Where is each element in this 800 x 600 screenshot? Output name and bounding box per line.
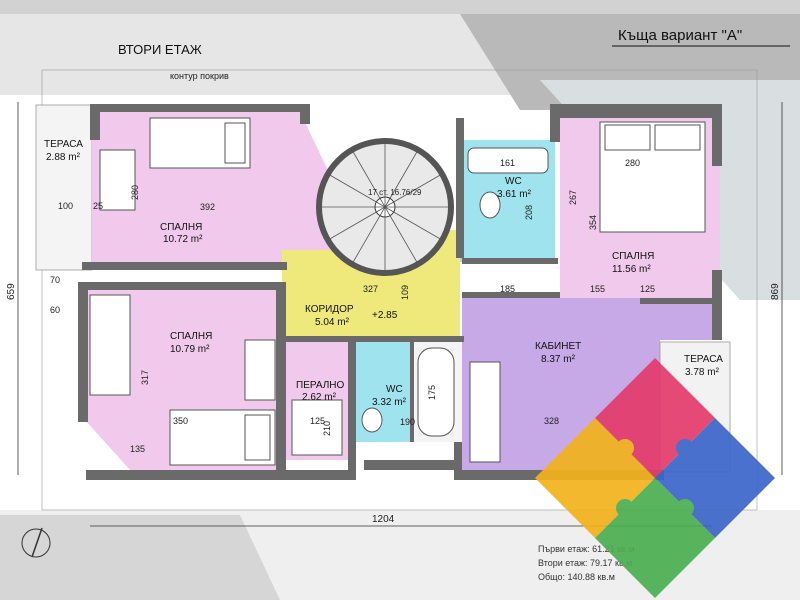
room-corridor <box>282 250 460 340</box>
label-wc-top-area: 3.61 m² <box>497 189 532 200</box>
dim-327: 327 <box>363 284 378 294</box>
dim-total-width: 1204 <box>372 514 395 525</box>
bed-pillow-2 <box>244 414 271 461</box>
label-office-area: 8.37 m² <box>541 354 576 365</box>
room-labels: ТЕРАСА 2.88 m² СПАЛНЯ 10.72 m² СПАЛНЯ 10… <box>44 139 723 408</box>
toilet-top <box>479 191 501 219</box>
dim-height-left: 659 <box>6 283 17 300</box>
dim-161: 161 <box>500 158 515 168</box>
dim-100-left: 100 <box>58 201 73 211</box>
label-bedroom-2-area: 10.79 m² <box>170 344 210 355</box>
bathtub <box>417 347 455 437</box>
label-terrace-right-name: ТЕРАСА <box>684 354 723 365</box>
background-band-top <box>0 0 580 95</box>
dim-317: 317 <box>140 370 150 385</box>
stair-treads <box>319 141 451 273</box>
bed-pillow-3a <box>604 124 651 151</box>
room-terrace-left <box>35 104 93 271</box>
label-corridor-level: +2.85 <box>372 310 398 321</box>
dim-height-right: 869 <box>770 283 781 300</box>
label-corridor-name: КОРИДОР <box>305 304 354 315</box>
label-wc-top-name: WC <box>505 176 522 187</box>
dim-354: 354 <box>588 215 598 230</box>
label-laundry-name: ПЕРАЛНО <box>296 380 345 391</box>
bed-pillow-1 <box>224 122 246 164</box>
desk-bedroom-1 <box>99 149 136 211</box>
stair-label: 17 ст. 16.76/29 <box>368 188 422 197</box>
dim-350: 350 <box>173 416 188 426</box>
background-band-top-strip <box>0 0 800 14</box>
office-shelf <box>469 361 501 463</box>
dim-208: 208 <box>524 205 534 220</box>
roof-contour <box>41 69 758 511</box>
main-title: Къща вариант "А" <box>618 27 742 44</box>
washer <box>291 399 343 456</box>
dimension-labels: 392 280 350 317 327 161 208 190 175 354 … <box>50 158 655 454</box>
label-laundry-area: 2.62 m² <box>302 392 337 403</box>
legend-first-floor: Първи етаж: 61.21 кв.м <box>538 544 635 554</box>
label-office-name: КАБИНЕТ <box>535 341 581 352</box>
puzzle-logo-icon <box>535 358 775 598</box>
label-bedroom-2-name: СПАЛНЯ <box>170 331 212 342</box>
label-terrace-left-name: ТЕРАСА <box>44 139 83 150</box>
label-terrace-left-area: 2.88 m² <box>46 152 81 163</box>
dim-210: 210 <box>322 421 332 436</box>
dim-125-laundry: 125 <box>310 416 325 426</box>
legend-second-floor: Втори етаж: 79.17 кв.м <box>538 558 632 568</box>
label-wc-bottom-name: WC <box>386 384 403 395</box>
toilet-bottom <box>361 407 383 433</box>
label-bedroom-1-area: 10.72 m² <box>163 234 203 245</box>
legend-total: Общо: 140.88 кв.м <box>538 572 615 582</box>
dim-155: 155 <box>590 284 605 294</box>
desk-bedroom-2 <box>244 339 276 401</box>
dim-280-right: 280 <box>625 158 640 168</box>
dim-267: 267 <box>568 190 578 205</box>
label-terrace-right-area: 3.78 m² <box>685 367 720 378</box>
dim-328: 328 <box>544 416 559 426</box>
furniture <box>89 117 706 466</box>
contour-label: контур покрив <box>170 71 229 81</box>
dim-135: 135 <box>130 444 145 454</box>
dim-185: 185 <box>500 284 515 294</box>
label-bedroom-1-name: СПАЛНЯ <box>160 222 202 233</box>
bed-pillow-3b <box>654 124 701 151</box>
dim-70-left: 70 <box>50 275 60 285</box>
dim-190: 190 <box>400 417 415 427</box>
label-corridor-area: 5.04 m² <box>315 317 350 328</box>
wardrobe-bedroom-2 <box>89 294 131 396</box>
dim-175: 175 <box>427 385 437 400</box>
label-bedroom-3-area: 11.56 m² <box>612 264 651 275</box>
dim-109: 109 <box>400 285 410 300</box>
dim-60-left: 60 <box>50 305 60 315</box>
label-bedroom-3-name: СПАЛНЯ <box>612 251 654 262</box>
walls <box>78 104 722 480</box>
background-band-bottom-left <box>0 515 280 600</box>
dim-392: 392 <box>200 202 215 212</box>
floor-title: ВТОРИ ЕТАЖ <box>118 42 202 57</box>
dim-280: 280 <box>130 185 140 200</box>
north-arrow-icon <box>21 527 51 558</box>
label-wc-bottom-area: 3.32 m² <box>372 397 407 408</box>
dim-25-left: 25 <box>93 201 103 211</box>
shower-tray <box>467 147 549 174</box>
dim-125: 125 <box>640 284 655 294</box>
